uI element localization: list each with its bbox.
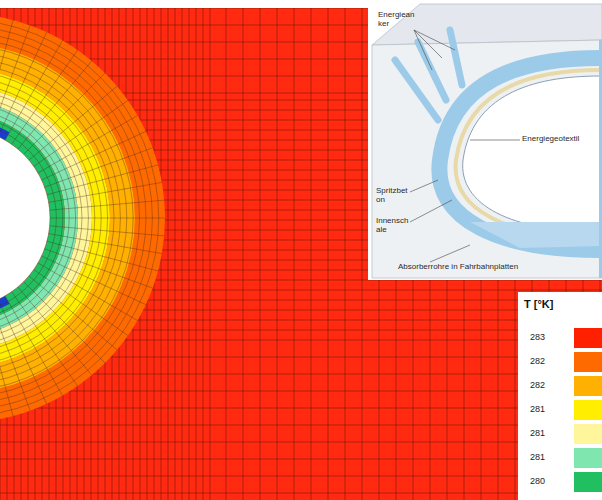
legend-swatch	[574, 400, 602, 420]
part-label: Absorberrohre in Fahrbahnplatten	[398, 262, 518, 271]
polar-mesh	[0, 13, 165, 423]
tunnel-hole	[0, 128, 50, 308]
leader-line	[410, 30, 520, 262]
legend-value: 282	[530, 356, 545, 366]
part-label: Energieanker	[378, 10, 418, 28]
legend-swatch	[574, 352, 602, 372]
grid-lines	[0, 8, 602, 500]
legend-value: 282	[530, 380, 545, 390]
part-label: Energiegeotextil	[522, 134, 579, 143]
legend-swatch	[574, 328, 602, 348]
legend-swatch	[574, 448, 602, 468]
part-label: Innenschale	[376, 216, 410, 234]
legend-value: 283	[530, 332, 545, 342]
legend-value: 281	[530, 452, 545, 462]
legend-value: 280	[530, 476, 545, 486]
legend-panel	[518, 292, 602, 500]
legend-swatch	[574, 424, 602, 444]
legend-value: 281	[530, 404, 545, 414]
legend-title: T [°K]	[524, 298, 553, 311]
legend-swatch	[574, 376, 602, 396]
legend-swatch	[574, 472, 602, 492]
mesh	[0, 8, 602, 500]
legend-value: 281	[530, 428, 545, 438]
part-label: Spritzbeton	[376, 186, 410, 204]
tunnel-inset	[368, 0, 602, 280]
